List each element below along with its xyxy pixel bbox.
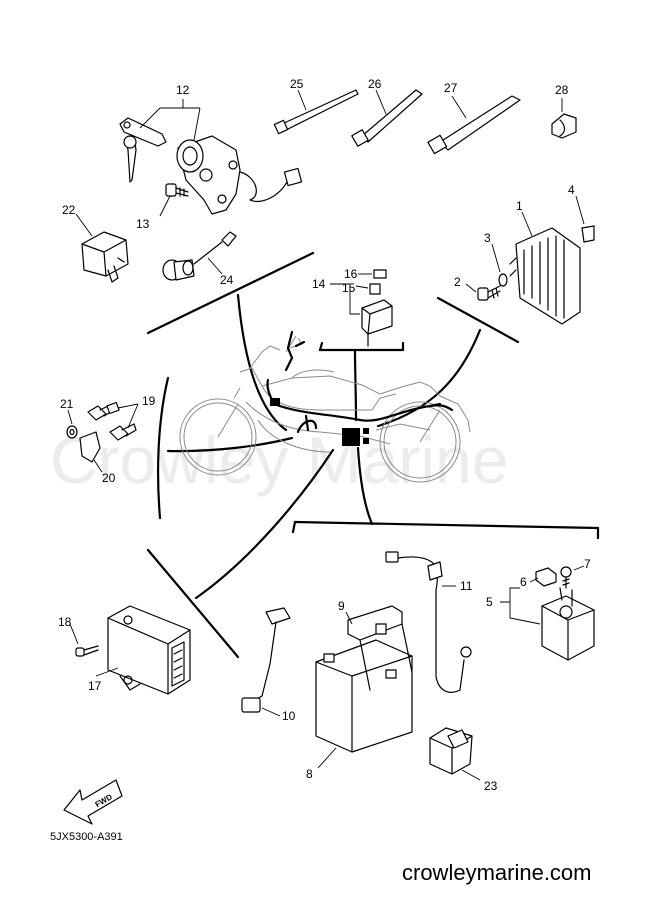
bolt-part-13: [165, 183, 189, 197]
callout-24: 24: [220, 273, 234, 287]
callout-14: 14: [312, 277, 326, 291]
screw-part-18: [75, 645, 99, 657]
callout-9: 9: [338, 599, 345, 613]
callout-6: 6: [520, 575, 527, 589]
battery-part-8: [315, 639, 413, 753]
callout-17: 17: [88, 679, 102, 693]
diagram-code: 5JX5300-A391: [50, 831, 123, 843]
washer-part-3: [498, 273, 508, 287]
relay-part-22: [81, 231, 129, 283]
fwd-arrow-icon: FWD: [63, 779, 123, 825]
callout-8: 8: [306, 767, 313, 781]
callout-25: 25: [290, 77, 304, 91]
callout-3: 3: [484, 231, 491, 245]
wire-harness: [266, 330, 454, 446]
section-divider-lines: [146, 251, 600, 659]
callout-26: 26: [368, 77, 382, 91]
sensor-part-24: [162, 231, 237, 281]
callout-1: 1: [516, 199, 523, 213]
callout-20: 20: [102, 471, 116, 485]
cable-tie-part-25: [273, 89, 359, 135]
relay-part-23: [429, 727, 473, 775]
callout-5: 5: [486, 595, 493, 609]
switch-parts-19: [87, 401, 137, 441]
screw-part-7: [560, 566, 572, 589]
bracket-part-20: [79, 431, 101, 463]
starter-relay-part-5: [541, 587, 595, 661]
callout-15: 15: [342, 281, 356, 295]
callout-7: 7: [584, 557, 591, 571]
relay-cover-part-6: [535, 567, 557, 587]
battery-lead-part-10: [241, 607, 291, 713]
battery-cable-part-11: [385, 551, 472, 693]
callout-28: 28: [555, 83, 569, 97]
callout-27: 27: [444, 81, 458, 95]
rectifier-regulator-part-1: [509, 227, 581, 325]
battery-band-part-9: [347, 605, 413, 691]
bolt-part-2: [477, 285, 501, 301]
callout-12: 12: [176, 83, 190, 97]
callout-21: 21: [60, 397, 74, 411]
callout-22: 22: [62, 203, 76, 217]
relay-assembly-part-14: [361, 269, 393, 347]
main-switch-part-12: [119, 117, 303, 215]
clamp-part-28: [551, 113, 577, 139]
callout-13: 13: [136, 217, 150, 231]
callout-16: 16: [344, 267, 358, 281]
callout-18: 18: [58, 615, 72, 629]
callout-2: 2: [454, 275, 461, 289]
callout-23: 23: [484, 779, 498, 793]
footer-site: crowleymarine.com: [402, 860, 592, 885]
callout-11: 11: [460, 579, 473, 593]
callout-10: 10: [282, 709, 296, 723]
callout-4: 4: [568, 183, 575, 197]
cable-tie-part-26: [351, 89, 423, 147]
cable-tie-part-27: [427, 95, 521, 155]
bracket-part-4: [581, 225, 595, 243]
washer-part-21: [66, 425, 78, 439]
callout-19: 19: [142, 394, 156, 408]
igniter-unit-part-17: [107, 605, 191, 695]
